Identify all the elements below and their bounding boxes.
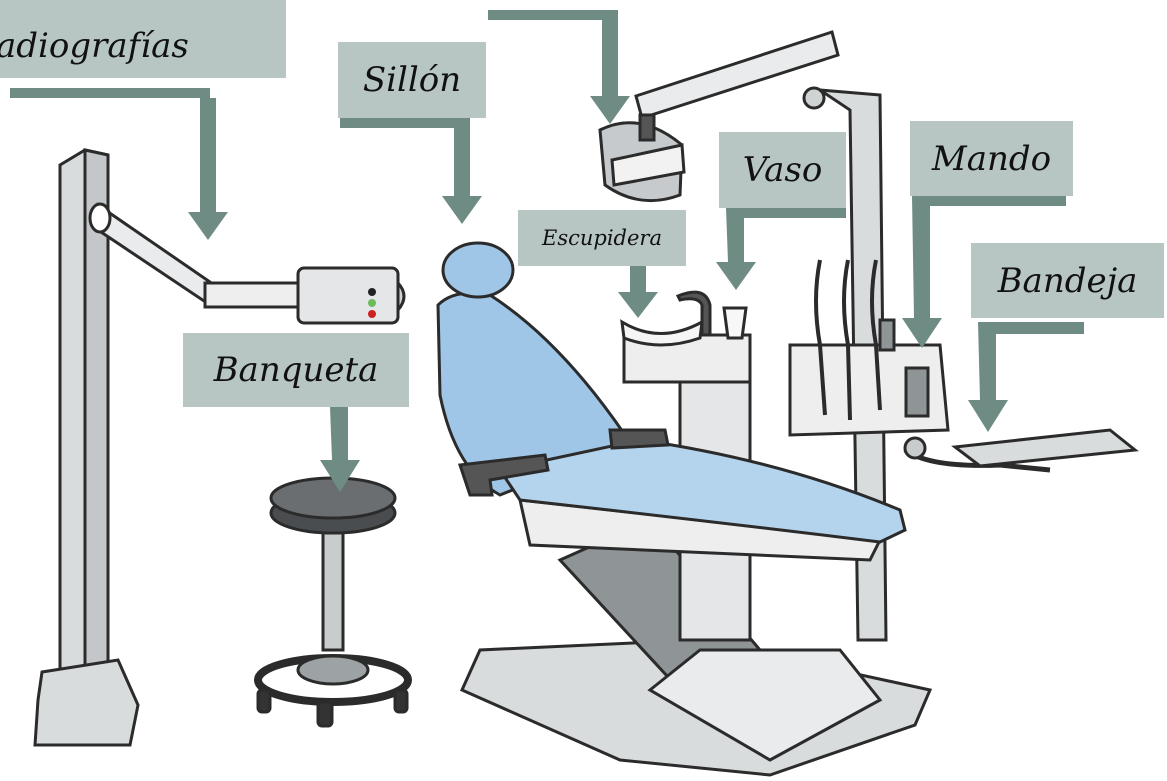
arrow-cup bbox=[716, 208, 846, 290]
label-control: Mando bbox=[910, 121, 1073, 196]
label-stool: Banqueta bbox=[183, 333, 409, 407]
label-tray: Bandeja bbox=[971, 243, 1164, 318]
dental-stool bbox=[258, 478, 408, 726]
arrow-chair bbox=[340, 118, 482, 224]
label-cup: Vaso bbox=[719, 132, 846, 208]
label-chair: Sillón bbox=[338, 42, 486, 118]
arrow-spittoon bbox=[618, 266, 658, 318]
arrow-xray bbox=[10, 88, 228, 240]
label-spittoon: Escupidera bbox=[518, 210, 686, 266]
instrument-tray bbox=[905, 430, 1135, 470]
arrow-tray bbox=[968, 322, 1084, 432]
arrow-lamp bbox=[488, 10, 630, 124]
label-xray: adiografías bbox=[0, 0, 286, 78]
